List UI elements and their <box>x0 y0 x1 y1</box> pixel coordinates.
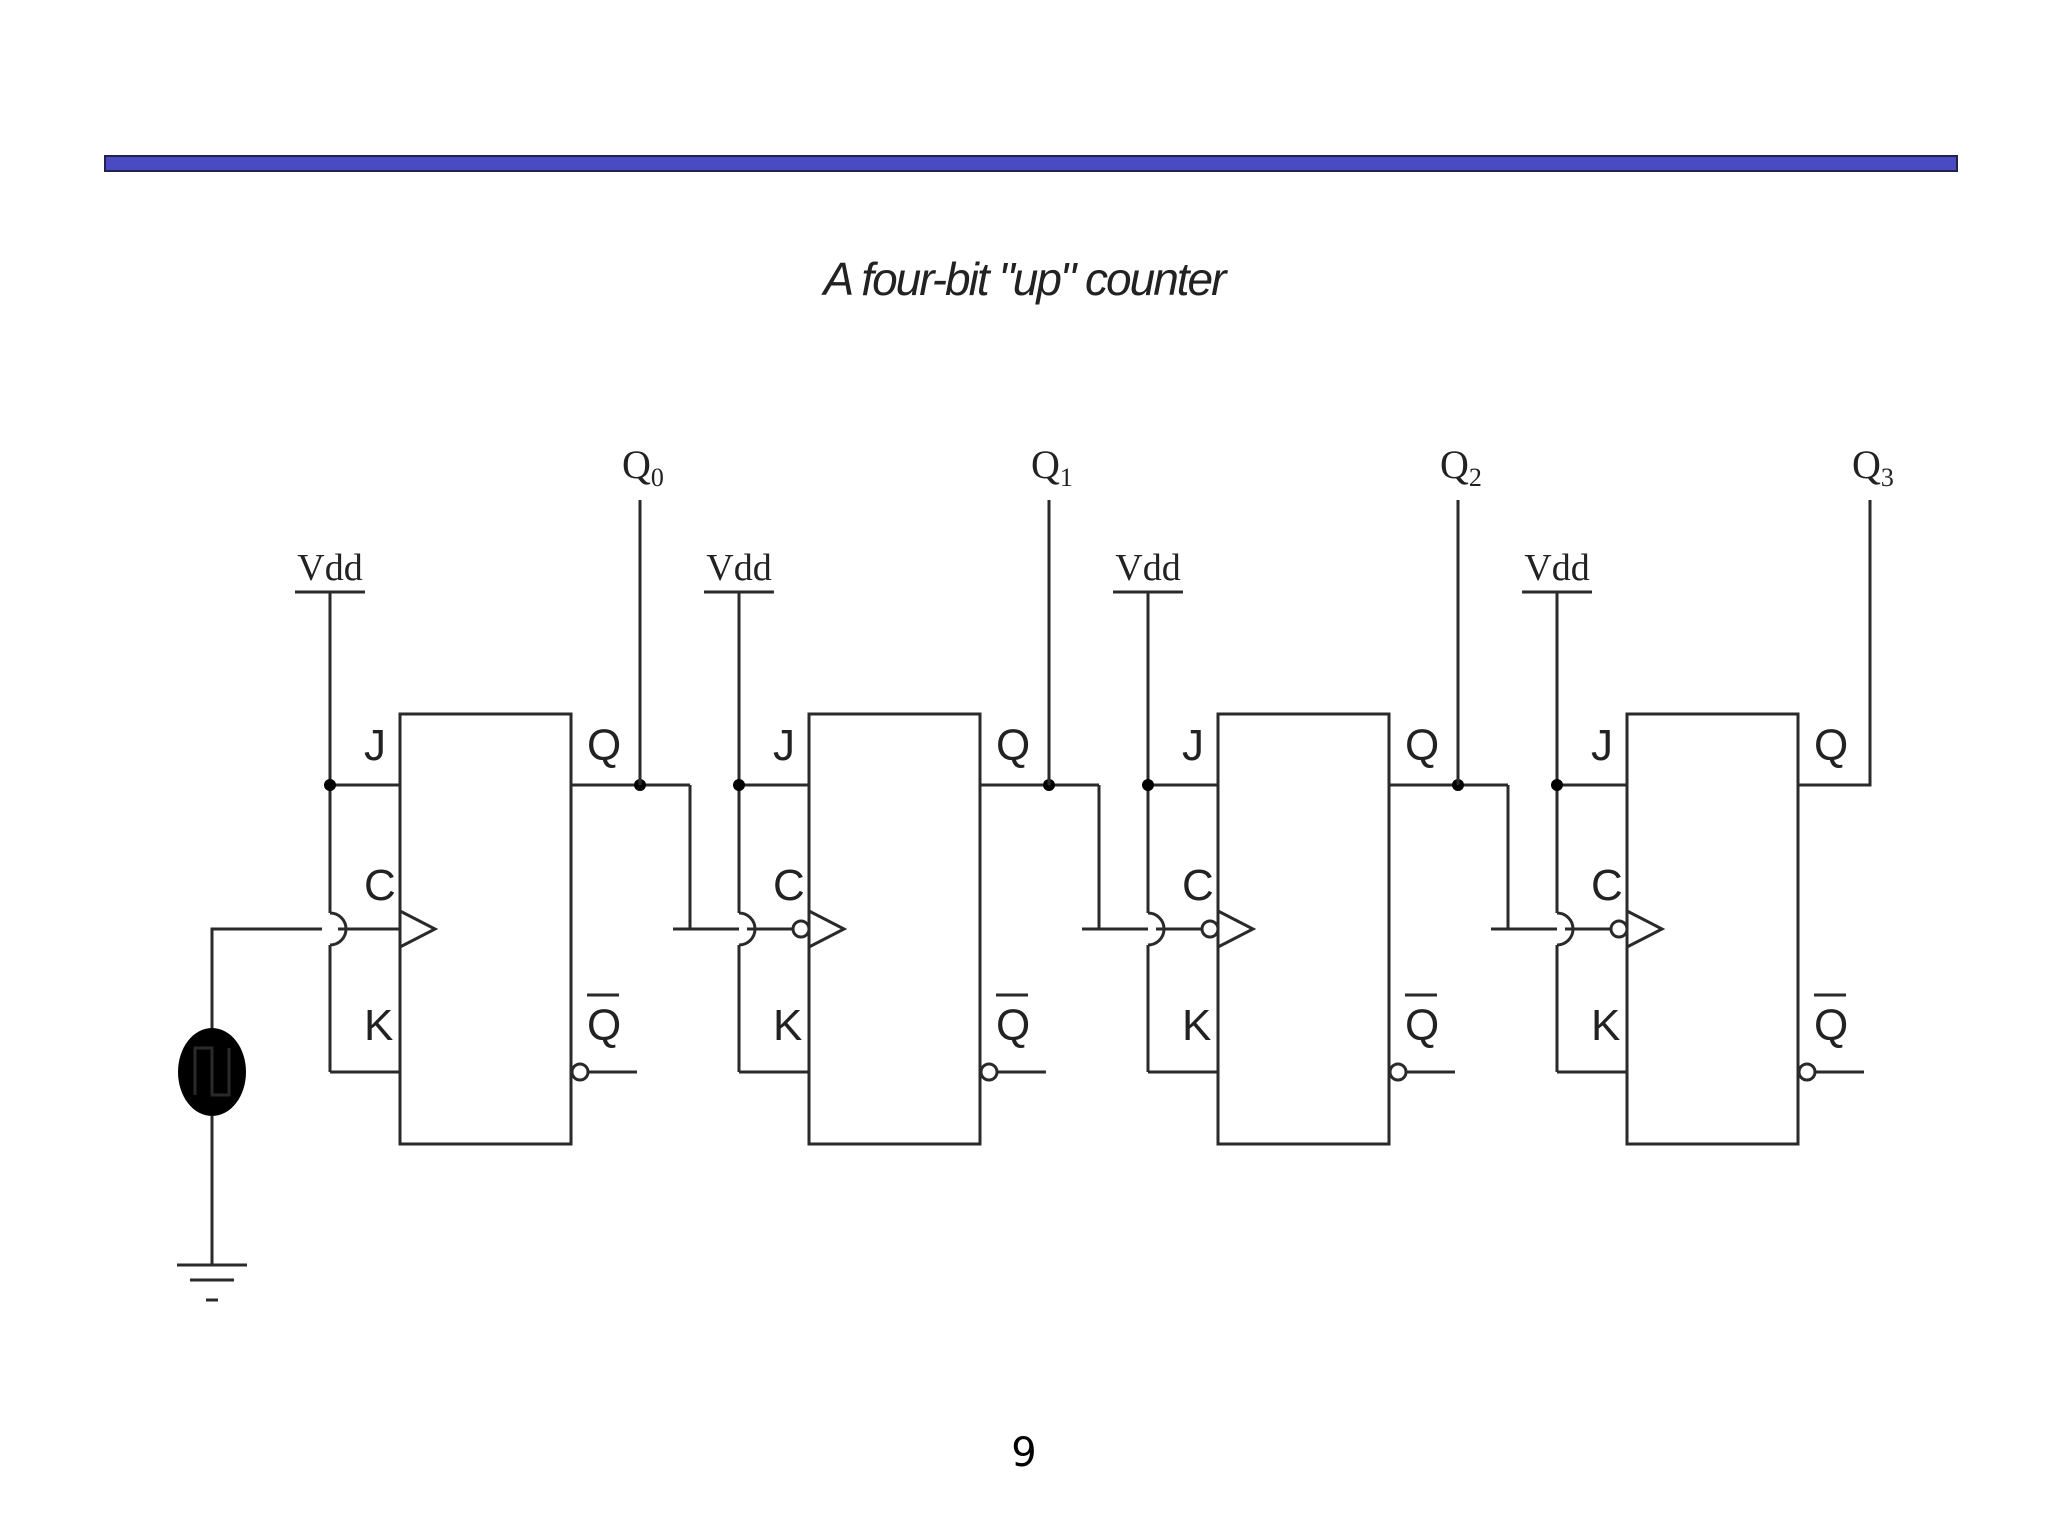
output-subscript: 2 <box>1469 463 1482 492</box>
ripple-clock-wire <box>688 785 739 931</box>
pin-label-q-bar: Q <box>996 1001 1030 1050</box>
q-output-wire <box>1798 500 1872 787</box>
output-subscript: 1 <box>1060 463 1073 492</box>
vdd-label: Vdd <box>297 547 362 589</box>
pin-label-k: K <box>364 1001 393 1050</box>
jk-flip-flop-box <box>398 712 573 1146</box>
clock-triangle <box>399 909 439 949</box>
pin-label-q: Q <box>1405 721 1439 770</box>
pin-label-q: Q <box>587 721 621 770</box>
output-subscript: 0 <box>651 463 664 492</box>
pin-label-c: C <box>364 861 396 910</box>
output-label-q1: Q1 <box>1031 442 1073 492</box>
clock-source <box>178 1028 246 1265</box>
inversion-bubble <box>1797 1062 1817 1082</box>
inversion-bubble <box>1388 1062 1408 1082</box>
clock-triangle <box>808 909 848 949</box>
slide-title: A four-bit "up" counter <box>823 253 1227 305</box>
pin-label-c: C <box>773 861 805 910</box>
pin-label-q: Q <box>1814 721 1848 770</box>
clock-triangle <box>1217 909 1257 949</box>
junction-dot <box>324 779 336 791</box>
pin-label-j: J <box>773 721 795 770</box>
pin-label-k: K <box>1182 1001 1211 1050</box>
output-label-q0: Q0 <box>622 442 664 492</box>
junction-dot <box>1142 779 1154 791</box>
junction-dot <box>1551 779 1563 791</box>
pin-label-q-bar: Q <box>587 1001 621 1050</box>
pin-label-j: J <box>1591 721 1613 770</box>
pin-label-k: K <box>1591 1001 1620 1050</box>
pin-label-q: Q <box>996 721 1030 770</box>
vdd-label: Vdd <box>706 547 771 589</box>
square-wave-symbol <box>193 1046 231 1097</box>
vdd-label: Vdd <box>1524 547 1589 589</box>
jk-flip-flop-box <box>807 712 982 1146</box>
inversion-bubble <box>979 1062 999 1082</box>
jk-flip-flop-box <box>1625 712 1800 1146</box>
clock-inversion-bubble <box>1200 919 1220 939</box>
inversion-bubble <box>570 1062 590 1082</box>
jk-flip-flop-box <box>1216 712 1391 1146</box>
clock-inversion-bubble <box>791 919 811 939</box>
clock-input-wire <box>210 927 322 1030</box>
output-subscript: 3 <box>1881 463 1894 492</box>
pin-label-c: C <box>1591 861 1623 910</box>
ground-icon <box>177 1263 247 1302</box>
pin-label-q-bar: Q <box>1405 1001 1439 1050</box>
pin-label-j: J <box>364 721 386 770</box>
ripple-clock-wire <box>1506 785 1557 931</box>
junction-dot <box>733 779 745 791</box>
page-number: 9 <box>1011 1430 1037 1476</box>
pin-label-k: K <box>773 1001 802 1050</box>
output-label-q3: Q3 <box>1852 442 1894 492</box>
output-label-q2: Q2 <box>1440 442 1482 492</box>
pin-label-j: J <box>1182 721 1204 770</box>
header-bar <box>104 155 1958 172</box>
clock-inversion-bubble <box>1609 919 1629 939</box>
ripple-clock-wire <box>1097 785 1148 931</box>
vdd-label: Vdd <box>1115 547 1180 589</box>
clock-triangle <box>1626 909 1666 949</box>
pin-label-c: C <box>1182 861 1214 910</box>
pin-label-q-bar: Q <box>1814 1001 1848 1050</box>
